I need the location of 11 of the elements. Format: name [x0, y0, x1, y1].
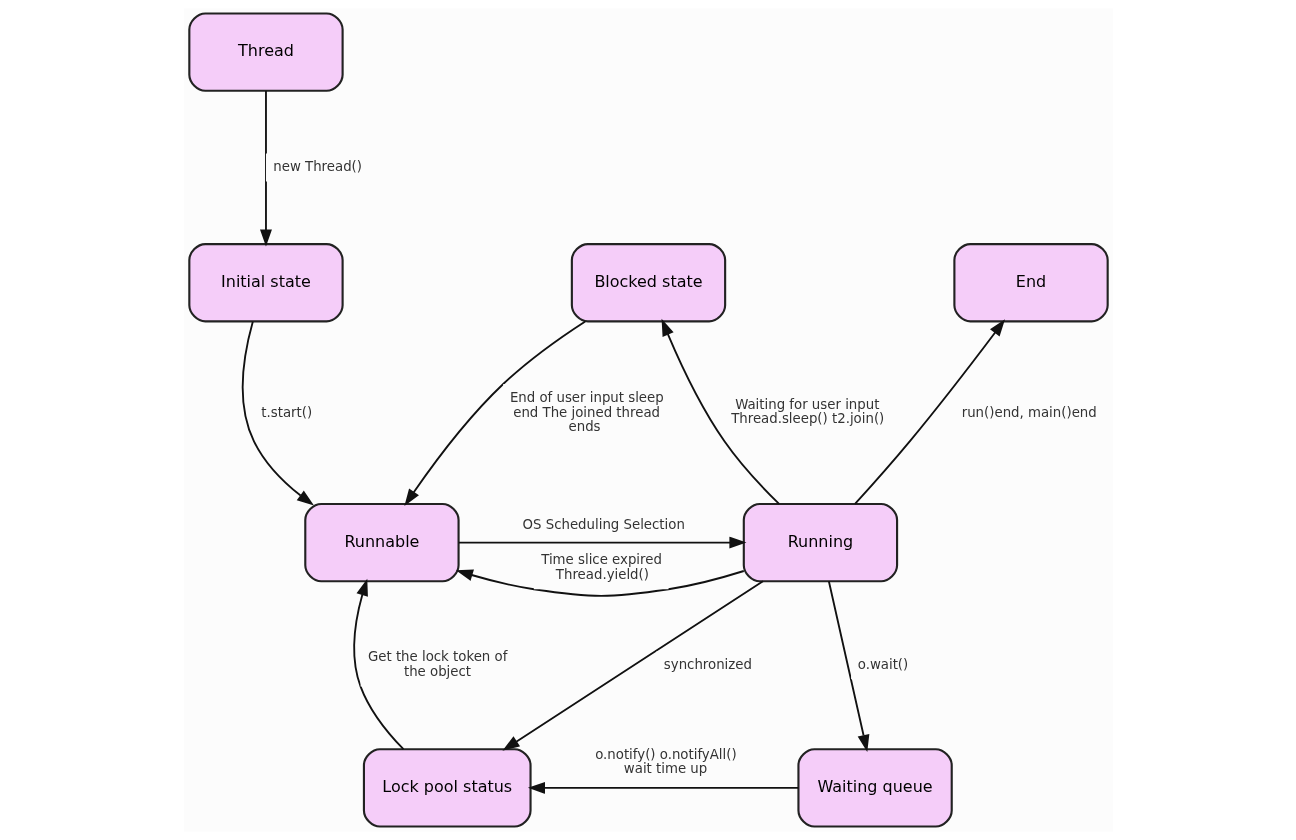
edge-label: OS Scheduling Selection [522, 516, 685, 532]
edge-label: run()end, main()end [961, 404, 1097, 420]
edge-label: new Thread() [272, 159, 362, 175]
edge-label: o.wait() [857, 657, 908, 673]
edge-label: synchronized [663, 657, 752, 673]
edge-label: Time slice expired Thread.yield() [540, 551, 662, 582]
edge-label: Get the lock token of the object [367, 649, 507, 679]
edge-label: Waiting for user input Thread.sleep() t2.join() [730, 396, 884, 427]
edge-label: End of user input sleep end The joined thread ends [509, 390, 664, 435]
edge-label: t.start() [260, 404, 312, 420]
edge-label: o.notify() o.notifyAll() wait time up [594, 746, 737, 777]
